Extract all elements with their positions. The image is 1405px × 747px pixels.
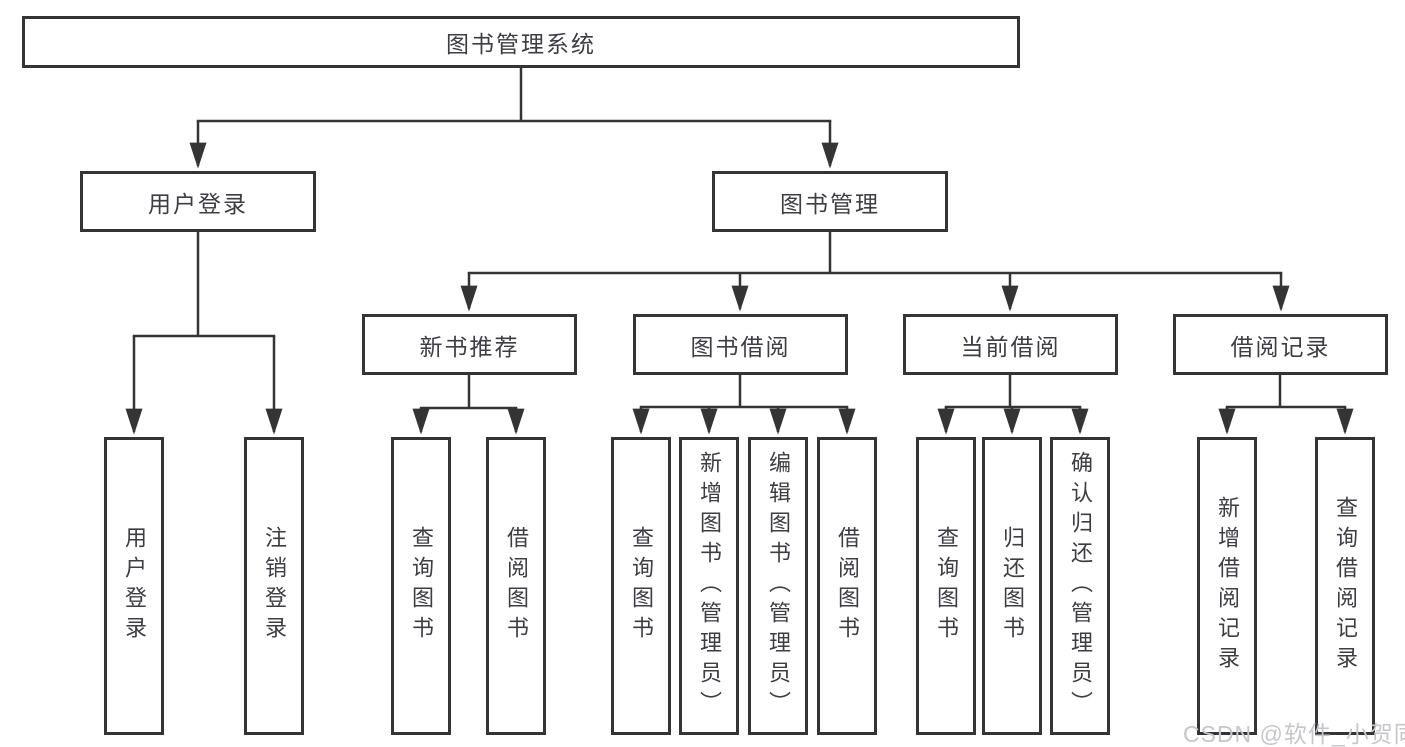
leaf-borrow-books: 借阅图书 xyxy=(817,437,877,735)
leaf-label: 借阅图书 xyxy=(504,526,529,646)
leaf-query-books-borrow: 查询图书 xyxy=(611,437,671,735)
node-book-management: 图书管理 xyxy=(712,171,948,232)
leaf-label: 查询图书 xyxy=(409,526,434,646)
leaf-query-borrow-record: 查询借阅记录 xyxy=(1315,437,1375,735)
leaf-label: 查询图书 xyxy=(629,526,654,646)
leaf-borrow-books-recommend: 借阅图书 xyxy=(486,437,546,735)
leaf-label: 新增图书（管理员） xyxy=(697,451,722,721)
leaf-label: 借阅图书 xyxy=(835,526,860,646)
node-library-management-system: 图书管理系统 xyxy=(22,16,1020,68)
node-borrowing-records: 借阅记录 xyxy=(1173,314,1388,375)
leaf-label: 新增借阅记录 xyxy=(1215,496,1240,676)
leaf-return-books: 归还图书 xyxy=(982,437,1042,735)
leaf-label: 编辑图书（管理员） xyxy=(766,451,791,721)
leaf-label: 查询借阅记录 xyxy=(1333,496,1358,676)
node-current-borrowing: 当前借阅 xyxy=(903,314,1118,375)
leaf-user-login: 用户登录 xyxy=(104,437,164,735)
node-label: 图书借阅 xyxy=(690,333,791,360)
node-user-login: 用户登录 xyxy=(80,171,316,232)
csdn-watermark: CSDN @软件_小贺同学 xyxy=(1183,721,1405,747)
leaf-confirm-return-admin: 确认归还（管理员） xyxy=(1050,437,1110,735)
leaf-logout: 注销登录 xyxy=(244,437,304,735)
node-label: 图书管理 xyxy=(780,190,880,217)
node-label: 新书推荐 xyxy=(419,333,520,360)
leaf-label: 归还图书 xyxy=(1000,526,1025,646)
node-new-book-recommend: 新书推荐 xyxy=(362,314,577,375)
leaf-label: 查询图书 xyxy=(934,526,959,646)
node-label: 图书管理系统 xyxy=(446,31,596,57)
leaf-edit-books-admin: 编辑图书（管理员） xyxy=(748,437,808,735)
leaf-add-books-admin: 新增图书（管理员） xyxy=(679,437,739,735)
node-book-borrowing: 图书借阅 xyxy=(633,314,848,375)
leaf-query-books-recommend: 查询图书 xyxy=(391,437,451,735)
node-label: 借阅记录 xyxy=(1230,333,1331,360)
leaf-label: 注销登录 xyxy=(262,526,287,646)
leaf-label: 用户登录 xyxy=(122,526,147,646)
leaf-query-books-current: 查询图书 xyxy=(916,437,976,735)
leaf-label: 确认归还（管理员） xyxy=(1068,451,1093,721)
node-label: 用户登录 xyxy=(148,190,248,217)
node-label: 当前借阅 xyxy=(960,333,1061,360)
leaf-add-borrow-record: 新增借阅记录 xyxy=(1197,437,1257,735)
